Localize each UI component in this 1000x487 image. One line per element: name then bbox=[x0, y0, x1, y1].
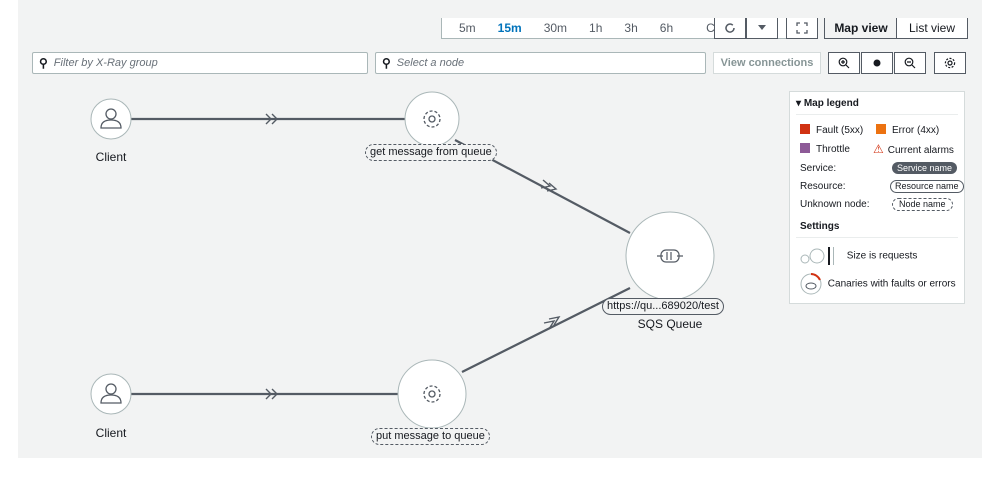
list-view-button[interactable]: List view bbox=[896, 18, 968, 39]
legend-resource-pill: Resource name bbox=[890, 180, 964, 193]
time-option-1h[interactable]: 1h bbox=[589, 21, 603, 35]
map-settings-button[interactable] bbox=[934, 52, 966, 74]
fullscreen-button[interactable] bbox=[786, 18, 818, 39]
divider bbox=[796, 237, 958, 238]
search-icon: ⚲ bbox=[382, 56, 391, 70]
legend-service-label: Service: bbox=[800, 163, 837, 174]
error-swatch bbox=[876, 124, 886, 134]
legend-throttle: Throttle bbox=[800, 143, 850, 155]
gear-icon bbox=[423, 385, 441, 403]
legend-alarms: ⚠Current alarms bbox=[873, 142, 954, 156]
zoom-out-button[interactable] bbox=[894, 52, 926, 74]
sqs-node-name[interactable]: https://qu...689020/test bbox=[602, 298, 724, 315]
fault-swatch bbox=[800, 124, 810, 134]
client-bottom-label: Client bbox=[95, 426, 127, 440]
refresh-options-dropdown[interactable] bbox=[746, 18, 778, 39]
expand-icon bbox=[796, 22, 808, 34]
center-dot-icon bbox=[873, 59, 881, 67]
legend-unknown-label: Unknown node: bbox=[800, 199, 870, 210]
arrow-icon bbox=[543, 315, 561, 330]
arrow-icon bbox=[265, 388, 278, 400]
queue-icon bbox=[657, 249, 683, 263]
gear-icon bbox=[944, 57, 956, 69]
divider bbox=[796, 114, 958, 115]
time-option-30m[interactable]: 30m bbox=[543, 21, 568, 35]
arrow-icon bbox=[540, 179, 558, 192]
zoom-out-icon bbox=[904, 57, 916, 69]
zoom-in-button[interactable] bbox=[828, 52, 860, 74]
reset-zoom-button[interactable] bbox=[861, 52, 893, 74]
warning-triangle-icon: ⚠ bbox=[873, 142, 884, 156]
legend-service-pill: Service name bbox=[892, 162, 958, 174]
legend-fault: Fault (5xx) bbox=[800, 124, 863, 136]
size-circles-icon bbox=[800, 247, 834, 265]
node-client-top[interactable] bbox=[90, 98, 132, 140]
time-range-selector: 5m 15m 30m 1h 3h 6h Custom bbox=[441, 18, 793, 39]
canary-icon bbox=[800, 273, 822, 295]
map-legend-panel: ▾ Map legend Fault (5xx) Error (4xx) Thr… bbox=[789, 91, 965, 304]
throttle-swatch bbox=[800, 143, 810, 153]
edge-client-bottom-to-put[interactable] bbox=[131, 388, 398, 400]
node-select-input[interactable]: ⚲ Select a node bbox=[375, 52, 706, 74]
user-icon bbox=[100, 383, 122, 404]
edge-client-top-to-get[interactable] bbox=[131, 113, 406, 125]
xray-group-filter-placeholder: Filter by X-Ray group bbox=[53, 57, 158, 69]
refresh-button[interactable] bbox=[714, 18, 746, 39]
node-select-placeholder: Select a node bbox=[396, 57, 465, 69]
legend-title: Map legend bbox=[803, 98, 859, 109]
time-option-15m[interactable]: 15m bbox=[497, 21, 522, 35]
node-client-bottom[interactable] bbox=[90, 373, 132, 415]
settings-title: Settings bbox=[800, 221, 840, 232]
get-message-node-name[interactable]: get message from queue bbox=[365, 144, 497, 161]
node-sqs-queue[interactable] bbox=[625, 211, 715, 301]
caret-down-icon: ▾ bbox=[796, 98, 802, 109]
legend-toggle[interactable]: ▾ Map legend bbox=[796, 98, 859, 109]
refresh-icon bbox=[725, 23, 735, 33]
node-get-message[interactable] bbox=[404, 91, 460, 147]
view-connections-button[interactable]: View connections bbox=[713, 52, 821, 74]
legend-error: Error (4xx) bbox=[876, 124, 939, 136]
xray-group-filter-input[interactable]: ⚲ Filter by X-Ray group bbox=[32, 52, 368, 74]
sqs-type-label: SQS Queue bbox=[637, 317, 703, 331]
gear-icon bbox=[423, 110, 441, 128]
map-view-button[interactable]: Map view bbox=[824, 18, 898, 39]
client-top-label: Client bbox=[95, 150, 127, 164]
legend-unknown-pill: Node name bbox=[892, 198, 953, 211]
arrow-icon bbox=[265, 113, 278, 125]
node-put-message[interactable] bbox=[397, 359, 467, 429]
caret-down-icon bbox=[758, 25, 766, 30]
size-is-requests-setting[interactable]: Size is requests bbox=[800, 246, 917, 266]
canaries-setting[interactable]: Canaries with faults or errors bbox=[800, 273, 956, 295]
legend-resource-label: Resource: bbox=[800, 181, 846, 192]
time-option-3h[interactable]: 3h bbox=[624, 21, 638, 35]
time-option-6h[interactable]: 6h bbox=[659, 21, 674, 35]
time-option-5m[interactable]: 5m bbox=[459, 21, 476, 35]
search-icon: ⚲ bbox=[39, 56, 48, 70]
put-message-node-name[interactable]: put message to queue bbox=[371, 428, 490, 445]
zoom-in-icon bbox=[838, 57, 850, 69]
user-icon bbox=[100, 108, 122, 129]
